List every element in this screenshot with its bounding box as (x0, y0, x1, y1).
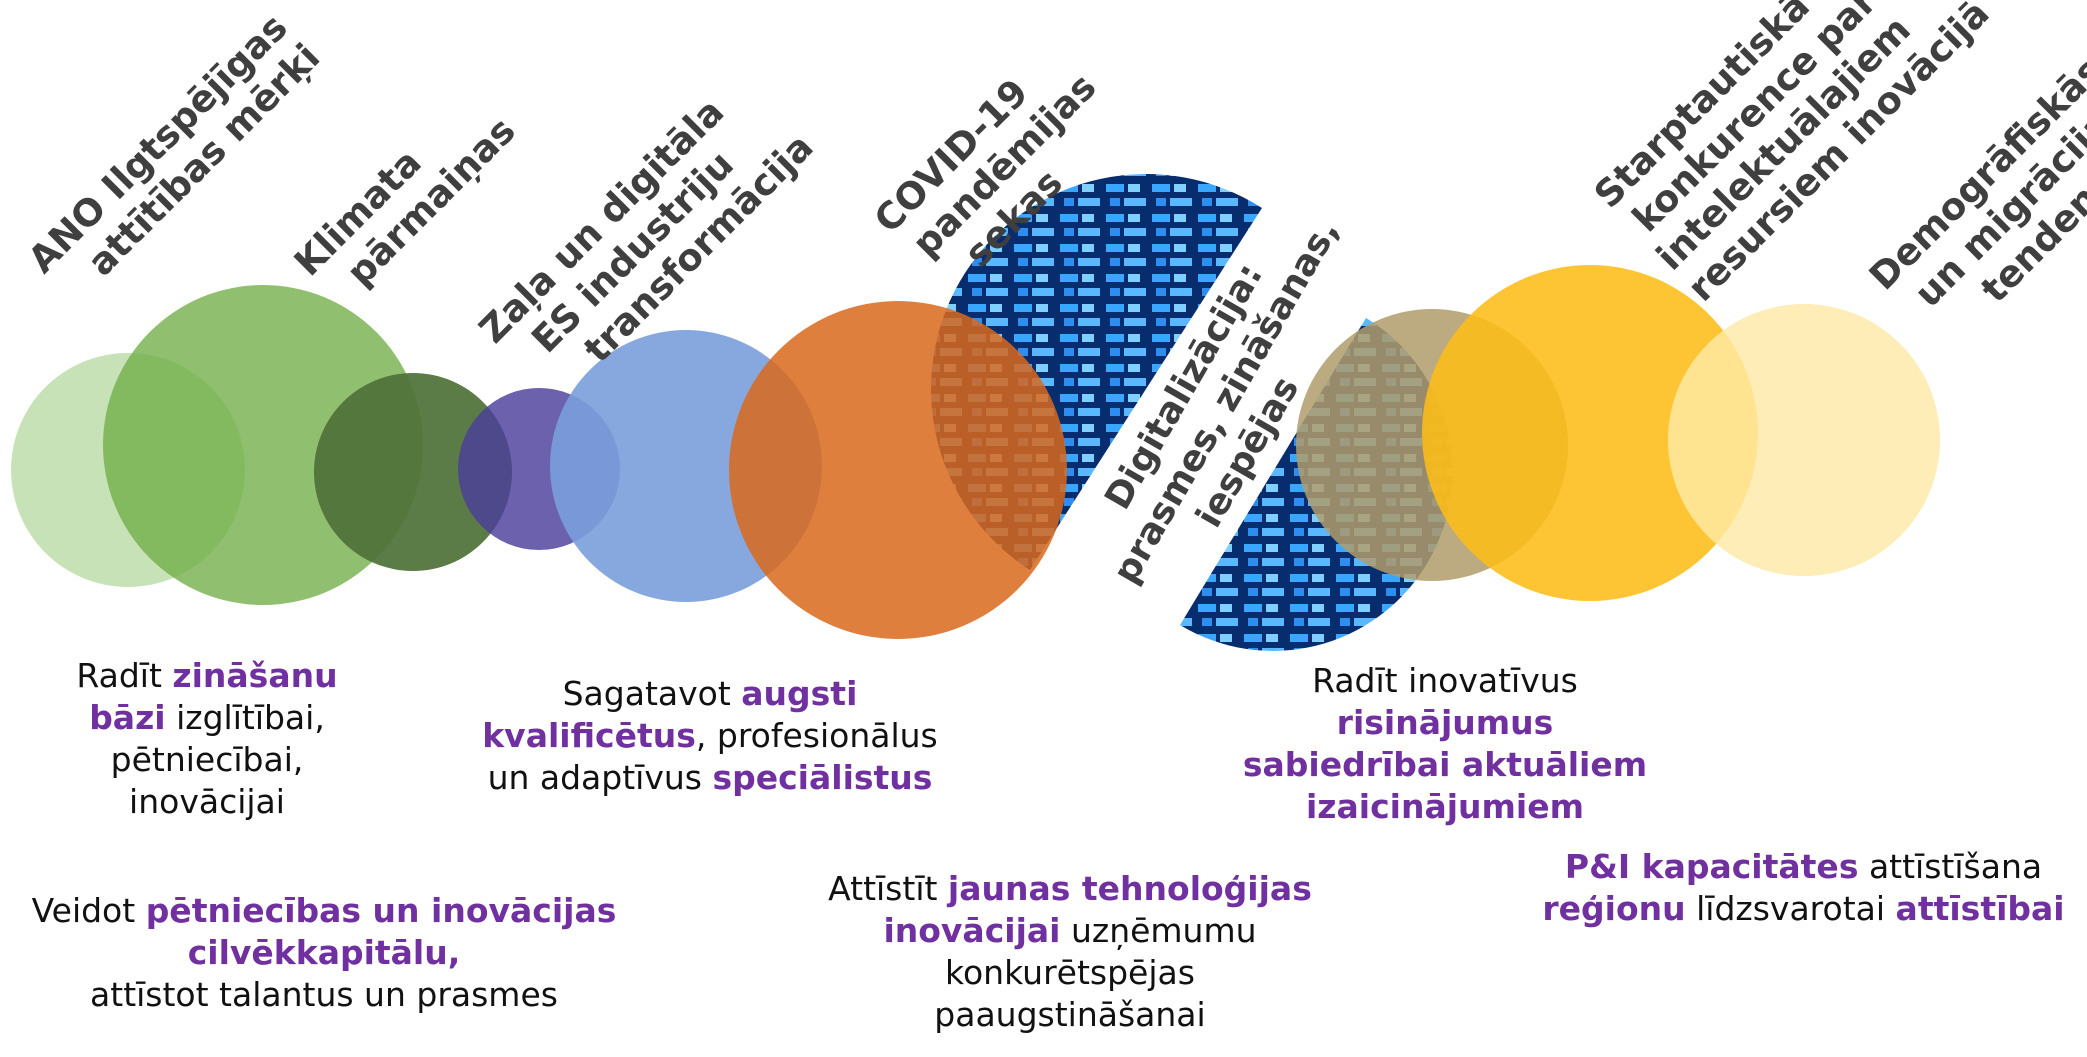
trend-label-klimata: Klimata pārmaiņas (286, 78, 524, 316)
goal-cilvekkapitals: Veidot pētniecības un inovācijas cilvēkk… (31, 891, 617, 1014)
goal-zinasanu-bazi: Radīt zināšanu bāzi izglītībai, pētniecī… (76, 656, 338, 821)
goal-pi-kapacitates: P&I kapacitātes attīstīšana reģionu līdz… (1542, 847, 2065, 928)
circle-orange (729, 301, 1067, 639)
goal-risinajumi: Radīt inovatīvus risinājumus sabiedrībai… (1242, 661, 1648, 826)
goal-tehnologijas: Attīstīt jaunas tehnoloģijas inovācijai … (828, 869, 1312, 1034)
trend-label-ano: ANO Ilgtspējīgas attītības mērķi (20, 0, 336, 312)
circle-dark-green (314, 373, 512, 571)
goal-specialisti: Sagatavot augsti kvalificētus, profesion… (482, 674, 938, 797)
circle-light-gold (1668, 304, 1940, 576)
circle-gold (1422, 265, 1758, 601)
